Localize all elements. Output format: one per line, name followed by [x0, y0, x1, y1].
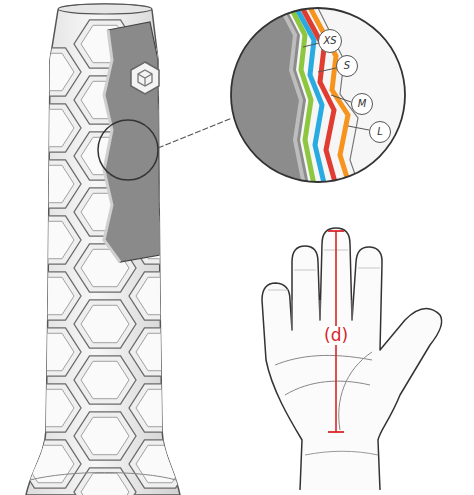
dimension-label: (d): [322, 326, 350, 345]
zoom-marker: [98, 120, 158, 180]
size-callout: M: [351, 93, 373, 115]
hand: [262, 228, 442, 490]
size-callout: S: [336, 55, 358, 77]
layer-zoom: [220, 0, 405, 200]
grip-sleeve: [19, 4, 191, 495]
size-callout: XS: [318, 29, 342, 53]
size-callout: L: [369, 121, 391, 143]
